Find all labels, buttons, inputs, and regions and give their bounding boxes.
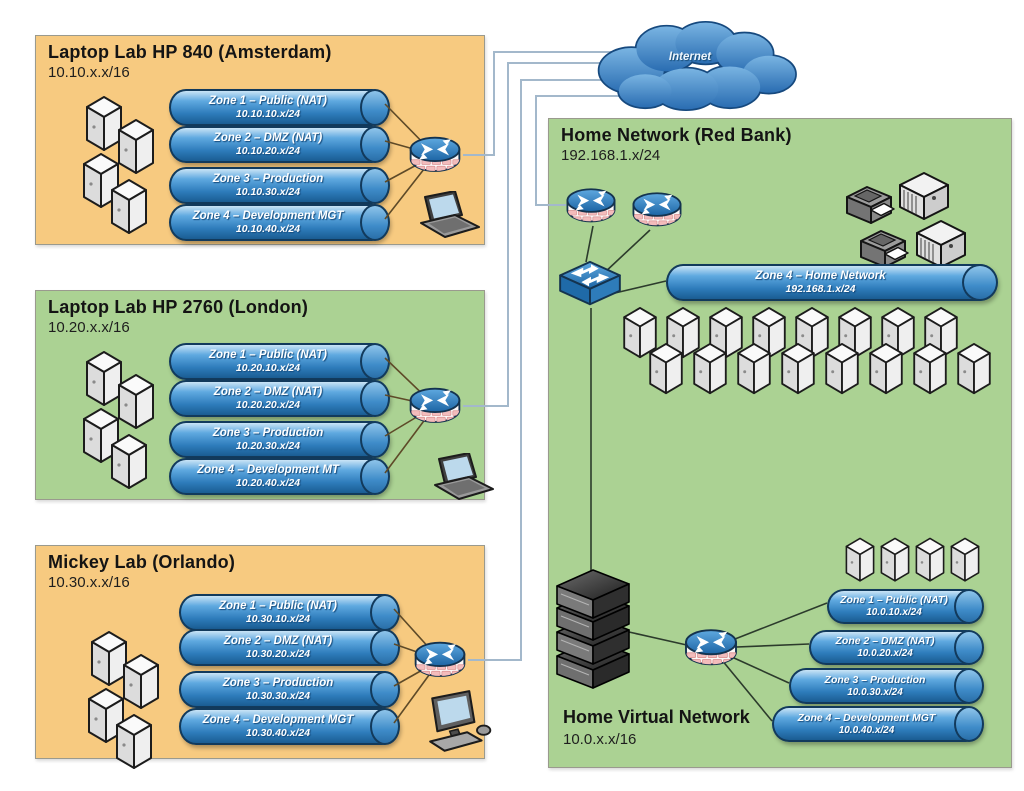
- lab-subnet: 10.30.x.x/16: [48, 574, 130, 591]
- printer-icon: [843, 183, 895, 227]
- router-icon: [680, 623, 742, 673]
- home-network-title: Home Network (Red Bank): [561, 125, 792, 145]
- server-icon: [691, 343, 729, 395]
- server-icon: [955, 343, 993, 395]
- server-icon: [735, 343, 773, 395]
- zone-cylinder: Zone 1 – Public (NAT)10.20.10.x/24: [169, 343, 390, 380]
- home-network-subnet: 192.168.1.x/24: [561, 147, 661, 164]
- server-icon: [116, 374, 156, 430]
- zone-cylinder: Zone 1 – Public (NAT)10.30.10.x/24: [179, 594, 400, 631]
- lab-title: Mickey Lab (Orlando): [48, 552, 236, 572]
- internet-label: Internet: [668, 51, 712, 64]
- zone-cylinder: Zone 2 – DMZ (NAT)10.20.20.x/24: [169, 380, 390, 417]
- server-icon: [914, 537, 946, 583]
- workstation-icon: [911, 219, 969, 269]
- router-icon: [410, 635, 470, 685]
- server-icon: [647, 343, 685, 395]
- zone-cylinder: Zone 1 – Public (NAT)10.10.10.x/24: [169, 89, 390, 126]
- lab-title: Laptop Lab HP 840 (Amsterdam): [48, 42, 332, 62]
- virtual-network-title: Home Virtual Network: [563, 707, 750, 727]
- router-icon: [405, 130, 465, 180]
- virtual-network-subnet: 10.0.x.x/16: [563, 731, 637, 748]
- switch-icon: [556, 258, 624, 310]
- server-icon: [844, 537, 876, 583]
- server-icon: [114, 714, 154, 770]
- desktop-icon: [424, 690, 496, 754]
- server-icon: [109, 179, 149, 235]
- server-icon: [116, 119, 156, 175]
- lab-title: Laptop Lab HP 2760 (London): [48, 297, 309, 317]
- server-icon: [911, 343, 949, 395]
- zone-cylinder: Zone 2 – DMZ (NAT)10.10.20.x/24: [169, 126, 390, 163]
- server-icon: [823, 343, 861, 395]
- lab-subnet: 10.20.x.x/16: [48, 319, 130, 336]
- router-icon: [405, 381, 465, 431]
- zone-cylinder: Zone 2 – DMZ (NAT)10.30.20.x/24: [179, 629, 400, 666]
- server-icon: [867, 343, 905, 395]
- server-icon: [949, 537, 981, 583]
- internet-cloud: Internet: [572, 10, 808, 122]
- server-icon: [121, 654, 161, 710]
- laptop-icon: [419, 191, 481, 241]
- workstation-icon: [894, 171, 952, 221]
- server-icon: [879, 537, 911, 583]
- server-icon: [109, 434, 149, 490]
- lab-subnet: 10.10.x.x/16: [48, 64, 130, 81]
- router-icon: [628, 186, 686, 234]
- zone-cylinder-virtual: Zone 1 – Public (NAT)10.0.10.x/24: [827, 589, 984, 624]
- laptop-icon: [433, 453, 495, 503]
- rack-server-icon: [551, 566, 633, 692]
- zone-cylinder-virtual: Zone 2 – DMZ (NAT)10.0.20.x/24: [809, 630, 984, 665]
- router-icon: [562, 182, 620, 230]
- server-icon: [779, 343, 817, 395]
